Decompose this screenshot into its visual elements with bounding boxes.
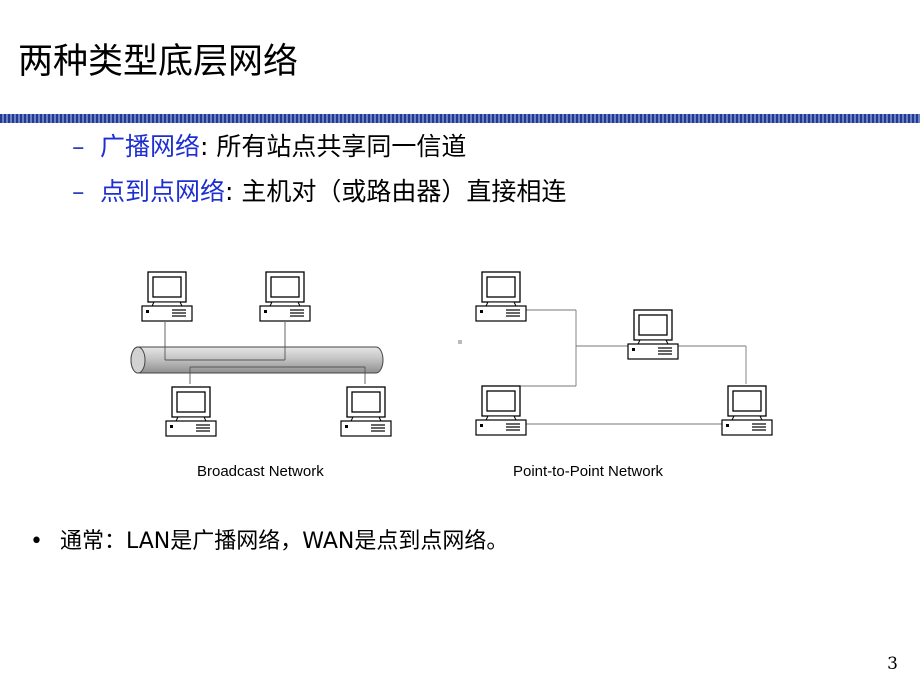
computer-icon <box>165 386 217 437</box>
bullet-dash: – <box>72 177 85 206</box>
bullet-term: 点到点网络 <box>100 177 226 206</box>
slide-title: 两种类型底层网络 <box>18 42 299 82</box>
bullet-desc: : 所有站点共享同一信道 <box>200 132 467 161</box>
computer-icon <box>141 271 193 322</box>
computer-icon <box>340 386 392 437</box>
computer-icon <box>475 271 527 322</box>
title-rule <box>0 114 920 123</box>
bullet-term: 广播网络 <box>100 132 201 161</box>
divider-mark <box>458 340 462 344</box>
shared-cable <box>130 346 384 374</box>
p2p-links <box>500 309 747 425</box>
bullet-broadcast: –广播网络: 所有站点共享同一信道 <box>72 130 466 164</box>
computer-icon <box>721 385 773 436</box>
p2p-caption: Point-to-Point Network <box>513 463 664 480</box>
bullet-p2p: –点到点网络: 主机对（或路由器）直接相连 <box>72 175 566 209</box>
computer-icon <box>627 309 679 360</box>
computer-icon <box>259 271 311 322</box>
broadcast-network <box>130 271 392 437</box>
bullet-dash: – <box>72 132 85 161</box>
broadcast-caption: Broadcast Network <box>197 463 324 480</box>
note-bullet: • <box>30 529 43 554</box>
page-number: 3 <box>887 654 898 674</box>
computer-icon <box>475 385 527 436</box>
note-text: 通常：LAN是广播网络，WAN是点到点网络。 <box>60 529 509 554</box>
p2p-network <box>458 271 773 436</box>
summary-note: • 通常：LAN是广播网络，WAN是点到点网络。 <box>30 527 508 557</box>
bullet-desc: : 主机对（或路由器）直接相连 <box>225 177 567 206</box>
